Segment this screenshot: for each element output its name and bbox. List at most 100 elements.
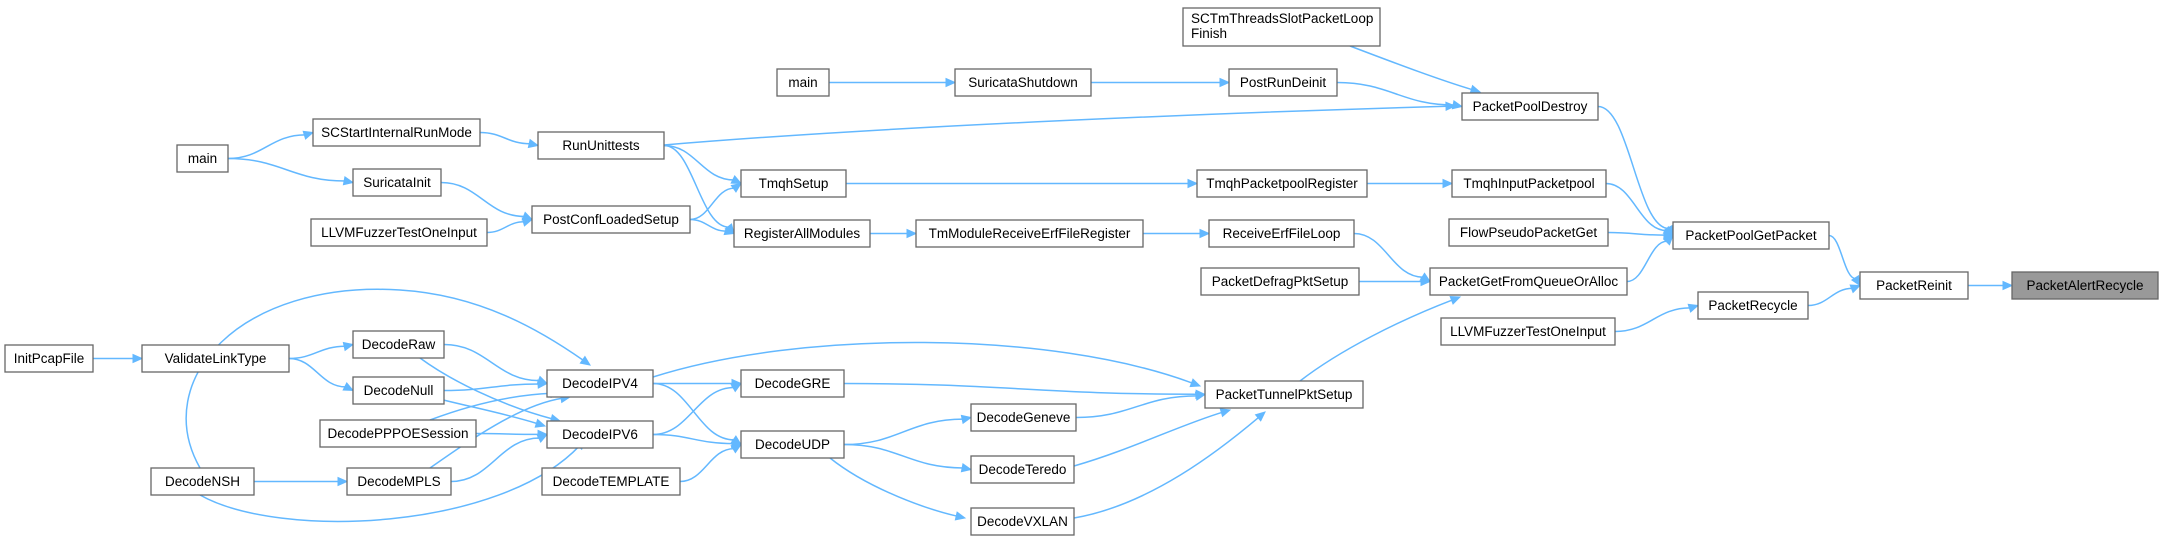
edge-decode-mpls-to-decode-ipv4 — [429, 397, 563, 469]
node-box — [740, 369, 845, 398]
edge-arrowhead — [730, 443, 743, 454]
node-packet-pool-get-packet[interactable]: PacketPoolGetPacket — [1672, 221, 1830, 250]
node-packet-pool-destroy[interactable]: PacketPoolDestroy — [1461, 92, 1599, 121]
edge-arrowhead — [1687, 303, 1700, 313]
node-decode-vxlan[interactable]: DecodeVXLAN — [970, 507, 1075, 536]
edge-packet-pool-destroy-to-packet-pool-get-packet — [1597, 105, 1670, 230]
node-decode-ipv4[interactable]: DecodeIPV4 — [546, 369, 654, 398]
node-decode-mpls[interactable]: DecodeMPLS — [346, 467, 452, 496]
node-box — [546, 369, 654, 398]
edge-arrowhead — [579, 355, 592, 366]
node-post-conf-loaded-setup[interactable]: PostConfLoadedSetup — [531, 205, 691, 234]
node-suricata-init[interactable]: SuricataInit — [352, 168, 442, 197]
node-decode-nsh[interactable]: DecodeNSH — [150, 467, 255, 496]
edge-decode-pppoesession-to-decode-ipv4 — [429, 392, 553, 421]
node-box — [176, 144, 229, 173]
node-decode-gre[interactable]: DecodeGRE — [740, 369, 845, 398]
edge-decode-mpls-to-decode-ipv6 — [450, 437, 540, 483]
edge-arrowhead — [302, 130, 315, 140]
node-decode-template[interactable]: DecodeTEMPLATE — [541, 467, 681, 496]
edge-tmqh-input-packetpool-to-packet-pool-get-packet — [1605, 182, 1667, 232]
node-receive-erf-file-loop[interactable]: ReceiveErfFileLoop — [1208, 219, 1355, 248]
node-tmqh-input-packetpool[interactable]: TmqhInputPacketpool — [1451, 169, 1607, 198]
node-tm-module-receive-erf-file-register[interactable]: TmModuleReceiveErfFileRegister — [915, 219, 1144, 248]
node-packet-alert-recycle[interactable]: PacketAlertRecycle — [2011, 271, 2159, 300]
node-suricata-shutdown[interactable]: SuricataShutdown — [954, 68, 1092, 97]
node-decode-ipv6[interactable]: DecodeIPV6 — [546, 420, 654, 449]
node-box — [776, 68, 830, 97]
edge-run-unittests-to-tmqh-setup — [663, 144, 734, 181]
node-label: PacketRecycle — [1708, 298, 1797, 313]
edge-arrowhead — [1194, 391, 1207, 401]
node-decode-raw[interactable]: DecodeRaw — [352, 330, 445, 359]
node-run-unittests[interactable]: RunUnittests — [537, 131, 665, 160]
node-packet-get-from-queue-or-alloc[interactable]: PacketGetFromQueueOrAlloc — [1429, 267, 1628, 296]
edge-arrowhead — [730, 175, 743, 185]
node-validate-link-type[interactable]: ValidateLinkType — [141, 344, 290, 373]
edge-post-conf-loaded-setup-to-register-all-modules — [689, 218, 727, 232]
edge-decode-ipv4-to-packet-tunnel-pkt-setup — [652, 341, 1193, 384]
node-decode-udp[interactable]: DecodeUDP — [740, 430, 845, 459]
node-decode-null[interactable]: DecodeNull — [352, 376, 445, 405]
edge-decode-raw-to-decode-ipv6 — [419, 357, 553, 420]
node-box — [312, 118, 481, 147]
node-box — [531, 205, 691, 234]
edge-arrowhead — [1219, 408, 1232, 418]
node-main-1[interactable]: main — [176, 144, 229, 173]
node-label: DecodeMPLS — [357, 474, 440, 489]
edge-arrowhead — [954, 511, 967, 521]
edge-arrowhead — [132, 353, 144, 364]
node-box — [733, 219, 871, 248]
node-label: ReceiveErfFileLoop — [1223, 226, 1341, 241]
edge-decode-null-to-decode-ipv4 — [443, 383, 540, 392]
node-decode-geneve[interactable]: DecodeGeneve — [970, 403, 1077, 432]
node-label: PacketPoolGetPacket — [1685, 228, 1817, 243]
node-post-run-deinit[interactable]: PostRunDeinit — [1228, 68, 1338, 97]
edge-arrowhead — [1219, 77, 1231, 88]
node-box — [1200, 267, 1360, 296]
node-llvmfuzzer-test-one-input-1[interactable]: LLVMFuzzerTestOneInput — [310, 218, 488, 247]
node-label: TmqhInputPacketpool — [1463, 176, 1594, 191]
node-tmqh-setup[interactable]: TmqhSetup — [740, 169, 847, 198]
node-box — [310, 218, 488, 247]
edge-arrowhead — [1420, 276, 1432, 287]
node-box — [352, 168, 442, 197]
node-box — [1697, 291, 1809, 320]
node-label: PacketAlertRecycle — [2026, 278, 2143, 293]
edge-arrowhead — [960, 414, 973, 425]
node-decode-pppoesession[interactable]: DecodePPPOESession — [319, 419, 477, 448]
node-init-pcap-file[interactable]: InitPcapFile — [4, 344, 94, 373]
node-packet-defrag-pkt-setup[interactable]: PacketDefragPktSetup — [1200, 267, 1360, 296]
node-packet-reinit[interactable]: PacketReinit — [1859, 271, 1969, 300]
edge-run-unittests-to-packet-pool-destroy — [663, 105, 1448, 146]
node-box — [352, 330, 445, 359]
call-graph-edges — [92, 45, 2014, 523]
node-tmqh-packetpool-register[interactable]: TmqhPacketpoolRegister — [1196, 169, 1368, 198]
edge-packet-recycle-to-packet-reinit — [1807, 287, 1853, 307]
edge-arrowhead — [537, 379, 549, 389]
node-main-2[interactable]: main — [776, 68, 830, 97]
node-scstart-internal-run-mode[interactable]: SCStartInternalRunMode — [312, 118, 481, 147]
node-box — [1228, 68, 1338, 97]
node-box — [1448, 218, 1609, 247]
edge-validate-link-type-to-decode-raw — [288, 345, 346, 360]
edge-decode-udp-to-decode-teredo — [843, 443, 964, 469]
node-packet-tunnel-pkt-setup[interactable]: PacketTunnelPktSetup — [1204, 380, 1364, 409]
node-register-all-modules[interactable]: RegisterAllModules — [733, 219, 871, 248]
edge-arrowhead — [1850, 274, 1861, 287]
node-label: RegisterAllModules — [744, 226, 861, 241]
node-flow-pseudo-packet-get[interactable]: FlowPseudoPacketGet — [1448, 218, 1609, 247]
node-box — [954, 68, 1092, 97]
node-label: DecodeUDP — [755, 437, 830, 452]
edge-decode-ipv6-to-decode-udp — [652, 433, 734, 445]
node-llvmfuzzer-test-one-input-2[interactable]: LLVMFuzzerTestOneInput — [1440, 317, 1616, 346]
node-packet-recycle[interactable]: PacketRecycle — [1697, 291, 1809, 320]
node-decode-teredo[interactable]: DecodeTeredo — [970, 455, 1075, 484]
node-label: DecodePPPOESession — [327, 426, 468, 441]
edge-arrowhead — [534, 418, 547, 428]
node-box — [352, 376, 445, 405]
node-box — [740, 430, 845, 459]
node-label: TmModuleReceiveErfFileRegister — [929, 226, 1131, 241]
